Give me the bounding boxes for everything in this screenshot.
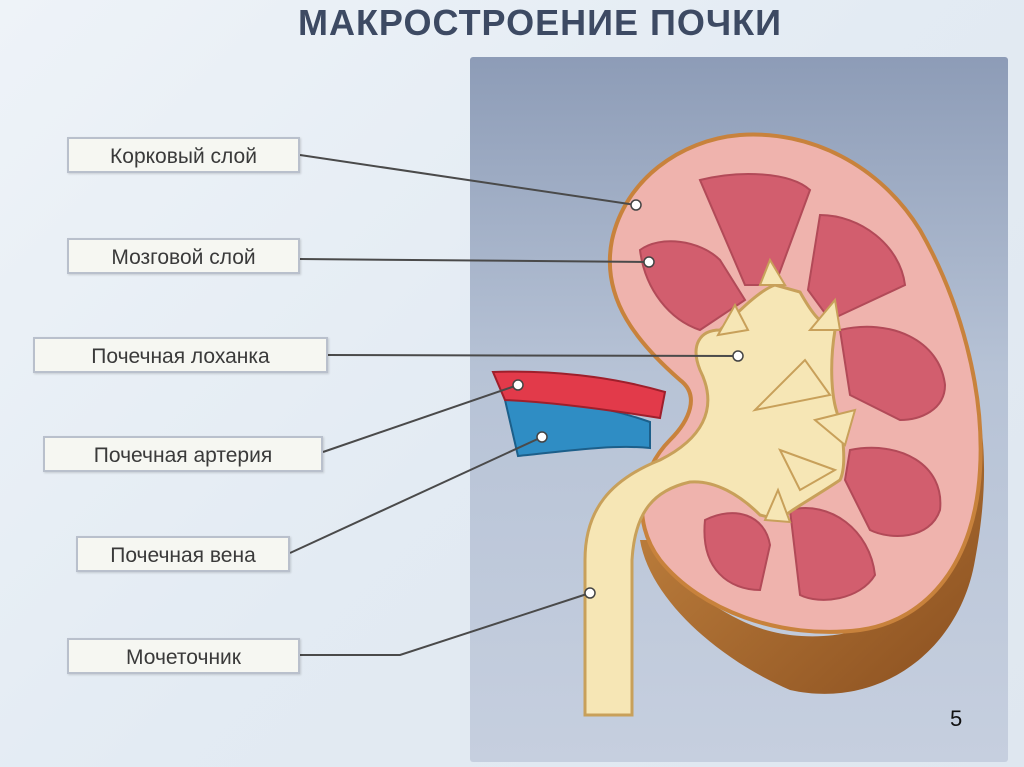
medulla-pyramids xyxy=(638,173,947,601)
label-pelvis: Почечная лоханка xyxy=(33,337,328,373)
leader-lines xyxy=(289,154,739,656)
label-ureter: Мочеточник xyxy=(67,638,300,674)
leader-dots xyxy=(512,199,744,599)
label-vein: Почечная вена xyxy=(76,536,290,572)
renal-artery xyxy=(491,370,667,420)
label-artery: Почечная артерия xyxy=(43,436,323,472)
page-number: 5 xyxy=(950,706,963,731)
minor-calyces xyxy=(716,257,857,524)
label-cortex: Корковый слой xyxy=(67,137,300,173)
page-title: МАКРОСТРОЕНИЕ ПОЧКИ xyxy=(297,2,783,43)
label-medulla: Мозговой слой xyxy=(67,238,300,274)
